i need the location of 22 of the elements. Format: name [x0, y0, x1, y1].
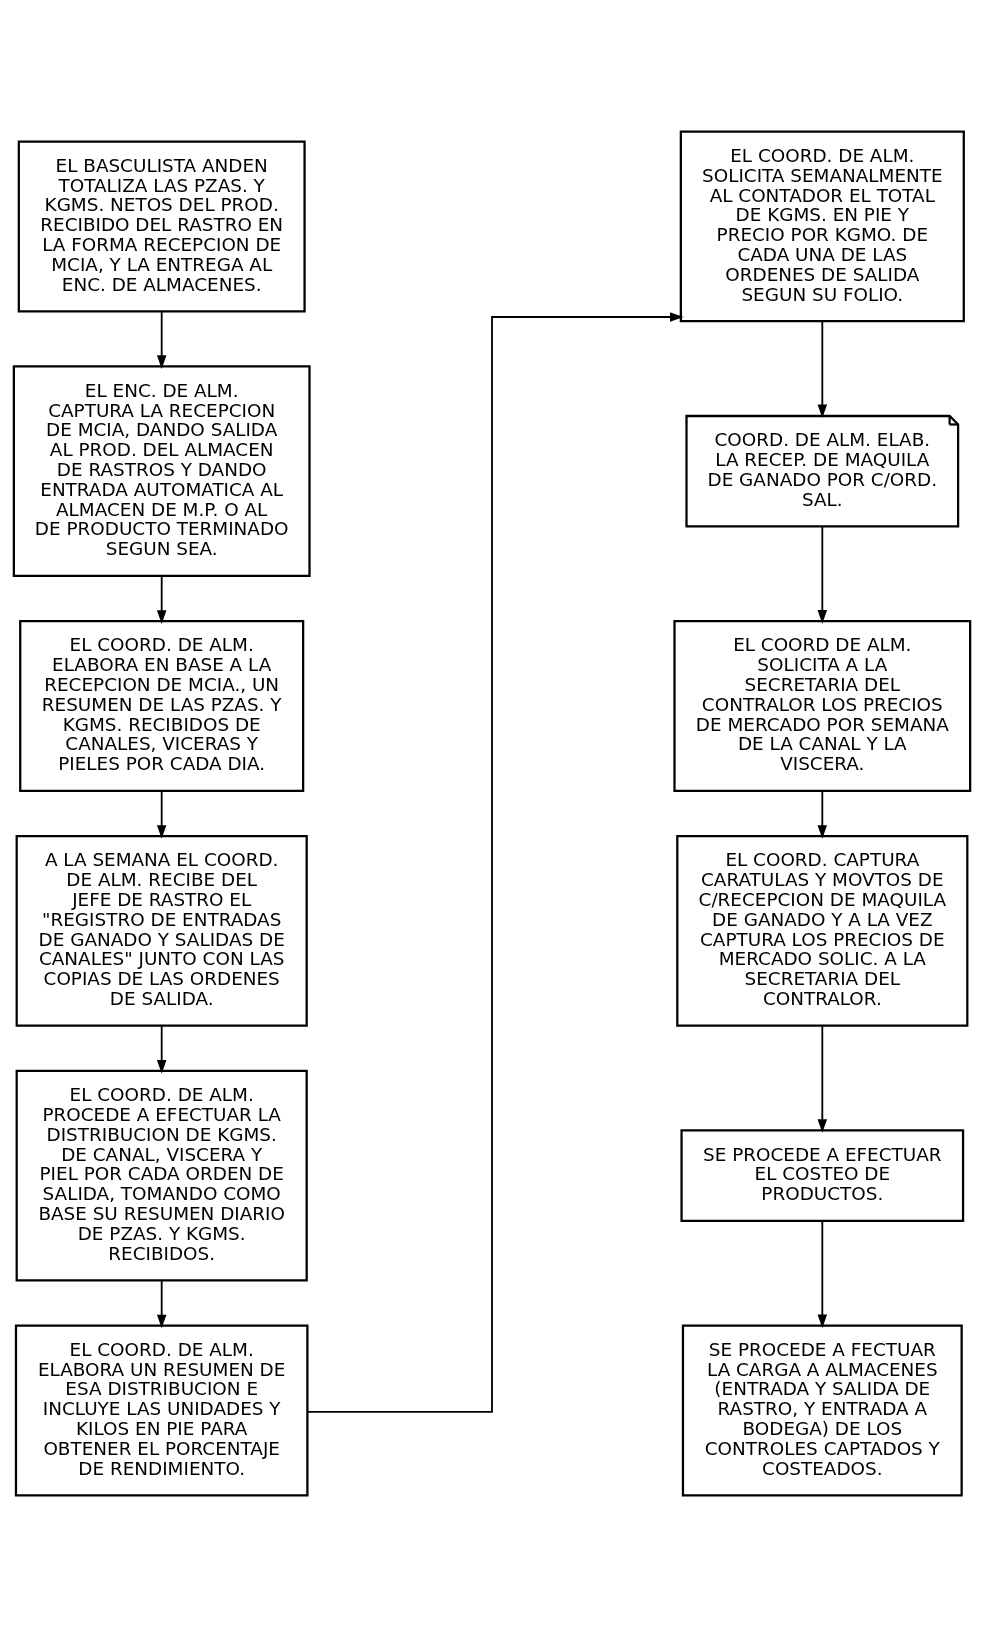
arrow: [156, 575, 167, 624]
arrow: [156, 790, 167, 839]
arrow: [156, 1025, 167, 1074]
arrow: [817, 790, 828, 839]
arrow: [306, 312, 684, 1413]
node-box: EL COORD DE ALM. SOLICITA A LA SECRETARIA DEL CONTRALOR LOS PRECIOS DE MERCADO POR SEMANA DE LA CANAL Y LA VISCERA.: [673, 620, 972, 792]
arrow: [156, 1279, 167, 1329]
node-box: A LA SEMANA EL COORD. DE ALM. RECIBE DEL JEFE DE RASTRO EL "REGISTRO DE ENTRADAS DE GANADO Y SALIDAS DE CANALES" JUNTO CON LAS COPIAS DE LAS ORDENES DE SALIDA.: [15, 835, 308, 1027]
node-box: EL COORD. DE ALM. ELABORA UN RESUMEN DE ESA DISTRIBUCION E INCLUYE LAS UNIDADES Y KILOS EN PIE PARA OBTENER EL PORCENTAJE DE RENDIMIENTO.: [14, 1324, 309, 1497]
arrow: [817, 1220, 828, 1329]
arrow: [817, 1025, 828, 1133]
node-box: EL COORD. DE ALM. PROCEDE A EFECTUAR LA DISTRIBUCION DE KGMS. DE CANAL, VISCERA Y PIEL POR CADA ORDEN DE SALIDA, TOMANDO COMO BASE SU RESUMEN DIARIO DE PZAS. Y KGMS. RECIBIDOS.: [15, 1069, 308, 1282]
arrow: [817, 320, 828, 419]
node-box: SE PROCEDE A FECTUAR LA CARGA A ALMACENES (ENTRADA Y SALIDA DE RASTRO, Y ENTRADA A BODEGA) DE LOS CONTROLES CAPTADOS Y COSTEADOS.: [681, 1324, 963, 1497]
node-box: EL COORD. DE ALM. ELABORA EN BASE A LA RECEPCION DE MCIA., UN RESUMEN DE LAS PZAS. Y KGMS. RECIBIDOS DE CANALES, VICERAS Y PIELES POR CADA DIA.: [19, 620, 305, 792]
node-box: EL BASCULISTA ANDEN TOTALIZA LAS PZAS. Y KGMS. NETOS DEL PROD. RECIBIDO DEL RASTRO EN LA FORMA RECEPCION DE MCIA, Y LA ENTREGA AL ENC. DE ALMACENES.: [17, 140, 306, 313]
node-box: EL COORD. CAPTURA CARATULAS Y MOVTOS DE C/RECEPCION DE MAQUILA DE GANADO Y A LA VEZ CAPTURA LOS PRECIOS DE MERCADO SOLIC. A LA SECRETARIA DEL CONTRALOR.: [676, 835, 969, 1027]
node-box: EL COORD. DE ALM. SOLICITA SEMANALMENTE AL CONTADOR EL TOTAL DE KGMS. EN PIE Y PRECIO POR KGMO. DE CADA UNA DE LAS ORDENES DE SALIDA SEGUN SU FOLIO.: [679, 130, 965, 323]
arrow: [156, 310, 167, 369]
node-box: EL ENC. DE ALM. CAPTURA LA RECEPCION DE MCIA, DANDO SALIDA AL PROD. DEL ALMACEN DE RASTROS Y DANDO ENTRADA AUTOMATICA AL ALMACEN DE M.P. O AL DE PRODUCTO TERMINADO SEGUN SEA.: [12, 365, 311, 577]
node-box: SE PROCEDE A EFECTUAR EL COSTEO DE PRODUCTOS.: [680, 1129, 965, 1223]
arrow: [817, 525, 828, 624]
